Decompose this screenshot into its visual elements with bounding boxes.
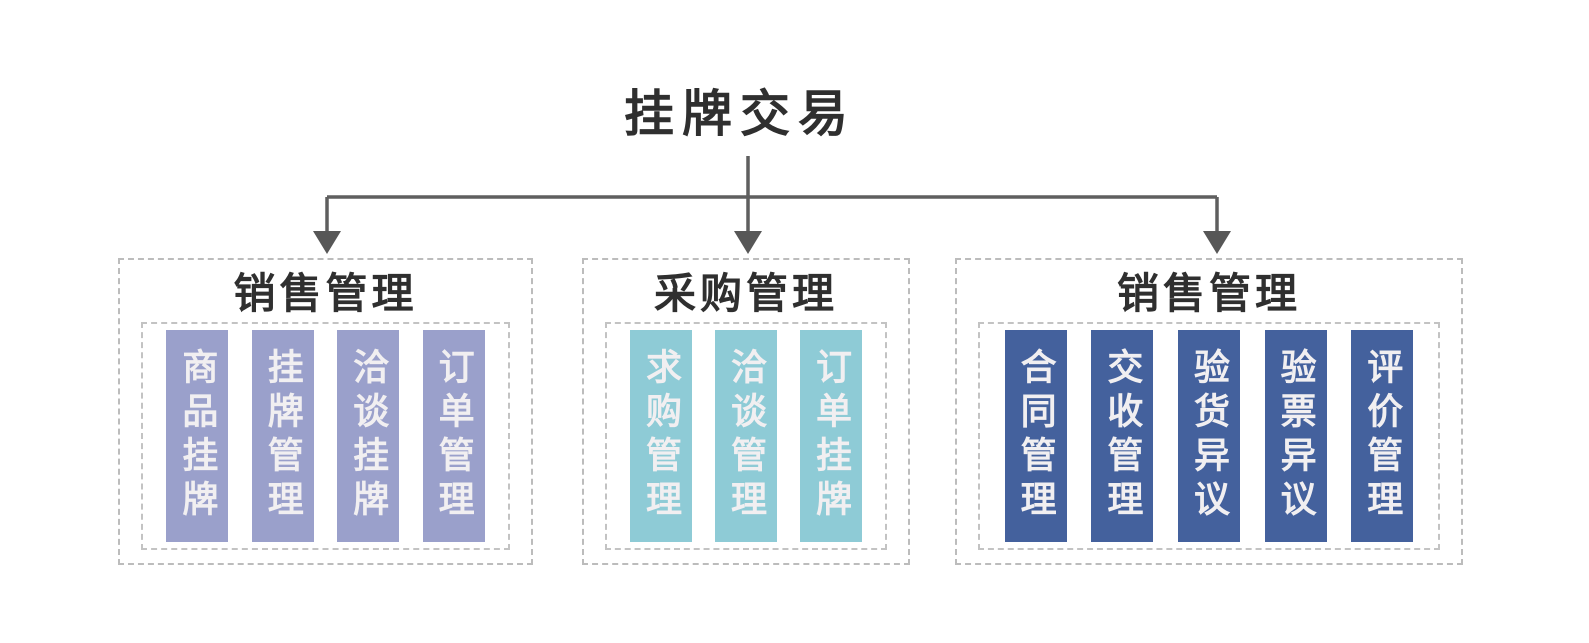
module-column: 求购管理: [630, 330, 692, 542]
group-title: 销售管理: [233, 270, 418, 317]
module-column: 挂牌管理: [251, 330, 314, 542]
module-column: 订单挂牌: [800, 330, 862, 542]
diagram-title: 挂牌交易: [624, 86, 856, 142]
module-column: 订单管理: [422, 330, 485, 542]
module-column: 验票异议: [1264, 330, 1327, 542]
arrowhead-center-icon: [734, 231, 762, 254]
module-column: 交收管理: [1091, 330, 1154, 542]
arrowhead-left-icon: [313, 231, 341, 254]
group-procurement-management: 采购管理 求购管理 洽谈管理 订单挂牌: [582, 258, 910, 565]
arrowhead-right-icon: [1203, 231, 1231, 254]
module-column: 合同管理: [1004, 330, 1067, 542]
group-sales-management-right: 销售管理 合同管理 交收管理 验货异议 验票异议 评价管理: [955, 258, 1463, 565]
group-title: 采购管理: [653, 270, 838, 317]
module-column: 商品挂牌: [166, 330, 229, 542]
module-column: 评价管理: [1351, 330, 1414, 542]
group-inner-panel: 商品挂牌 挂牌管理 洽谈挂牌 订单管理: [141, 322, 510, 550]
group-inner-panel: 合同管理 交收管理 验货异议 验票异议 评价管理: [978, 322, 1440, 550]
module-column: 洽谈挂牌: [337, 330, 400, 542]
group-inner-panel: 求购管理 洽谈管理 订单挂牌: [605, 322, 887, 550]
group-sales-management-left: 销售管理 商品挂牌 挂牌管理 洽谈挂牌 订单管理: [118, 258, 533, 565]
group-title: 销售管理: [1116, 270, 1301, 317]
module-column: 验货异议: [1177, 330, 1240, 542]
module-column: 洽谈管理: [715, 330, 777, 542]
